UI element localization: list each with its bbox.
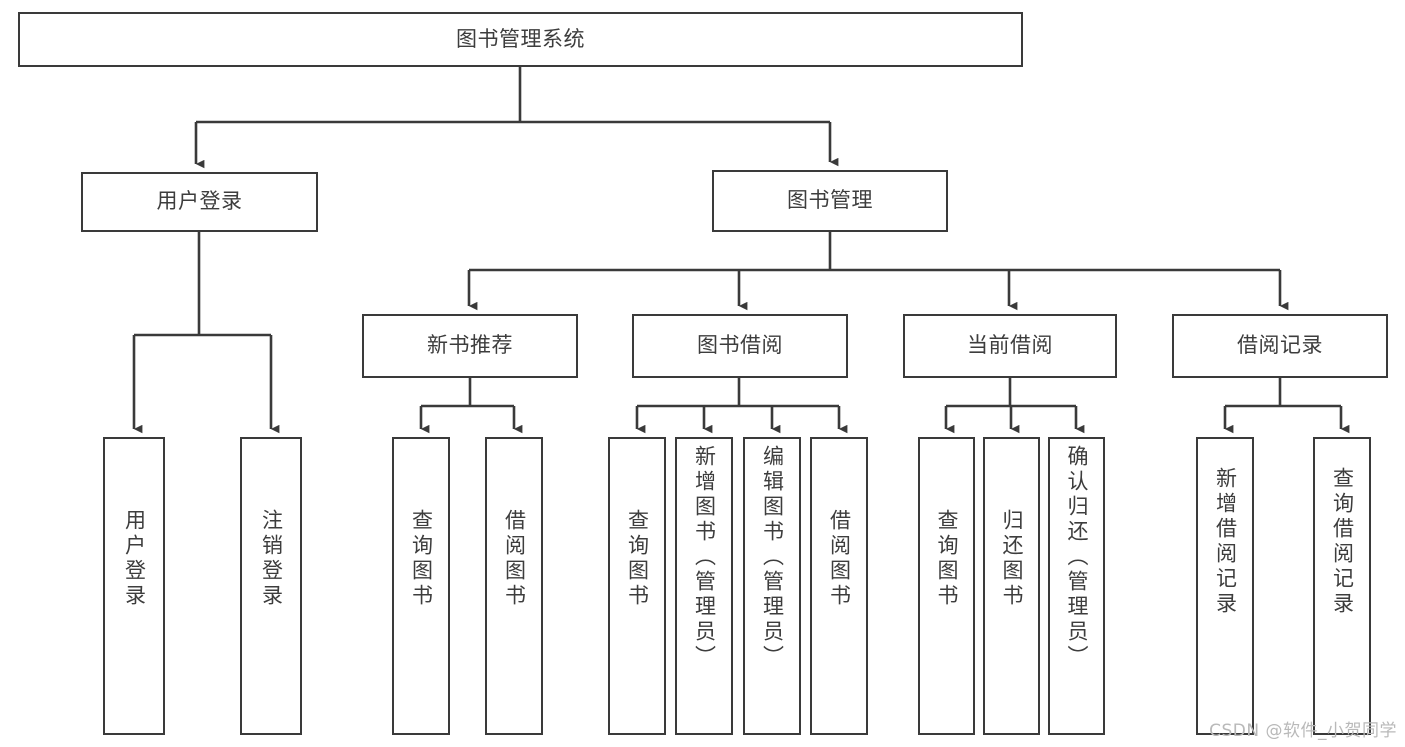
- leaf-label: 新增借阅记录: [1213, 467, 1238, 617]
- leaf-query-book-current[interactable]: 查询图书: [918, 437, 975, 735]
- leaf-borrow-book-borrow[interactable]: 借阅图书: [810, 437, 868, 735]
- leaf-label: 查询借阅记录: [1330, 467, 1355, 617]
- leaf-label: 确认归还（管理员）: [1065, 445, 1090, 670]
- leaf-label: 查询图书: [409, 509, 434, 609]
- leaf-borrow-book-recommend[interactable]: 借阅图书: [485, 437, 543, 735]
- leaf-label: 归还图书: [1000, 509, 1025, 609]
- node-book-borrow[interactable]: 图书借阅: [632, 314, 848, 378]
- leaf-edit-book-admin[interactable]: 编辑图书（管理员）: [743, 437, 801, 735]
- leaf-query-book-recommend[interactable]: 查询图书: [392, 437, 450, 735]
- leaf-label: 借阅图书: [502, 509, 527, 609]
- leaf-add-borrow-record[interactable]: 新增借阅记录: [1196, 437, 1254, 735]
- node-label: 新书推荐: [427, 333, 513, 358]
- leaf-label: 查询图书: [935, 509, 960, 609]
- leaf-query-book-borrow[interactable]: 查询图书: [608, 437, 666, 735]
- node-label: 借阅记录: [1237, 333, 1323, 358]
- node-new-book-recommend[interactable]: 新书推荐: [362, 314, 578, 378]
- node-label: 当前借阅: [967, 333, 1053, 358]
- node-book-management-system[interactable]: 图书管理系统: [18, 12, 1023, 67]
- leaf-label: 用户登录: [122, 509, 147, 609]
- node-borrow-record[interactable]: 借阅记录: [1172, 314, 1388, 378]
- leaf-label: 借阅图书: [827, 509, 852, 609]
- node-label: 图书借阅: [697, 333, 783, 358]
- node-current-borrow[interactable]: 当前借阅: [903, 314, 1117, 378]
- node-user-login[interactable]: 用户登录: [81, 172, 318, 232]
- node-label: 用户登录: [156, 189, 243, 214]
- leaf-logout-login[interactable]: 注销登录: [240, 437, 302, 735]
- leaf-return-book[interactable]: 归还图书: [983, 437, 1040, 735]
- leaf-add-book-admin[interactable]: 新增图书（管理员）: [675, 437, 733, 735]
- leaf-label: 注销登录: [259, 509, 284, 609]
- leaf-label: 查询图书: [625, 509, 650, 609]
- leaf-confirm-return-admin[interactable]: 确认归还（管理员）: [1048, 437, 1105, 735]
- node-book-management[interactable]: 图书管理: [712, 170, 948, 232]
- node-label: 图书管理: [787, 188, 873, 213]
- leaf-query-borrow-record[interactable]: 查询借阅记录: [1313, 437, 1371, 735]
- leaf-label: 编辑图书（管理员）: [760, 445, 785, 670]
- node-label: 图书管理系统: [456, 26, 585, 51]
- leaf-label: 新增图书（管理员）: [692, 445, 717, 670]
- leaf-user-login[interactable]: 用户登录: [103, 437, 165, 735]
